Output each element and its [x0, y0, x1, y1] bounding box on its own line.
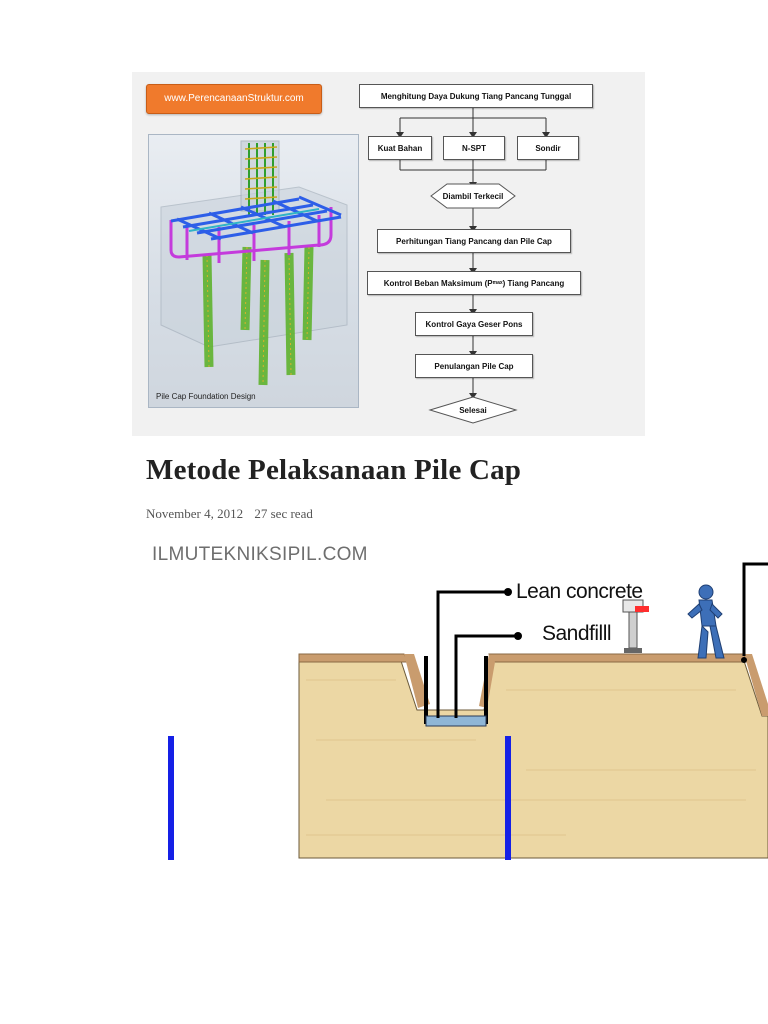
- compactor-icon: [623, 600, 649, 653]
- flow-step-penulangan: Penulangan Pile Cap: [415, 354, 533, 378]
- article-date: November 4, 2012: [146, 506, 243, 521]
- flowchart-connectors: [132, 72, 645, 436]
- article-read-time: 27 sec read: [254, 506, 312, 521]
- article-title: Metode Pelaksanaan Pile Cap: [146, 454, 521, 487]
- pile-middle: [505, 736, 511, 860]
- flow-branch-sondir: Sondir: [517, 136, 579, 160]
- worker-icon: [688, 585, 724, 658]
- flow-step-kontrol-beban-text: Kontrol Beban Maksimum (P: [384, 279, 493, 288]
- flow-end-selesai: Selesai: [428, 396, 518, 424]
- flow-decision-label: Diambil Terkecil: [443, 192, 504, 201]
- excavation-diagram: [146, 540, 768, 870]
- pile-cap-excavation-figure: ILMUTEKNIKSIPIL.COM: [146, 540, 768, 870]
- flow-decision-terkecil: Diambil Terkecil: [423, 183, 523, 209]
- pile-cap-flowchart-figure: www.PerencanaanStruktur.com: [132, 72, 645, 436]
- article-meta: November 4, 2012 27 sec read: [146, 506, 313, 522]
- label-lean-concrete: Lean concrete: [516, 580, 643, 604]
- flow-step-kontrol-beban-suffix: ) Tiang Pancang: [503, 279, 565, 288]
- pile-left: [168, 736, 174, 860]
- flow-branch-n-spt: N-SPT: [443, 136, 505, 160]
- flow-end-label: Selesai: [459, 406, 487, 415]
- flow-branch-kuat-bahan: Kuat Bahan: [368, 136, 432, 160]
- pmax-subscript: max: [493, 280, 503, 286]
- flow-step-perhitungan: Perhitungan Tiang Pancang dan Pile Cap: [377, 229, 571, 253]
- flow-step-geser-pons: Kontrol Gaya Geser Pons: [415, 312, 533, 336]
- flow-step-daya-dukung: Menghitung Daya Dukung Tiang Pancang Tun…: [359, 84, 593, 108]
- label-sandfill: Sandfilll: [542, 622, 611, 646]
